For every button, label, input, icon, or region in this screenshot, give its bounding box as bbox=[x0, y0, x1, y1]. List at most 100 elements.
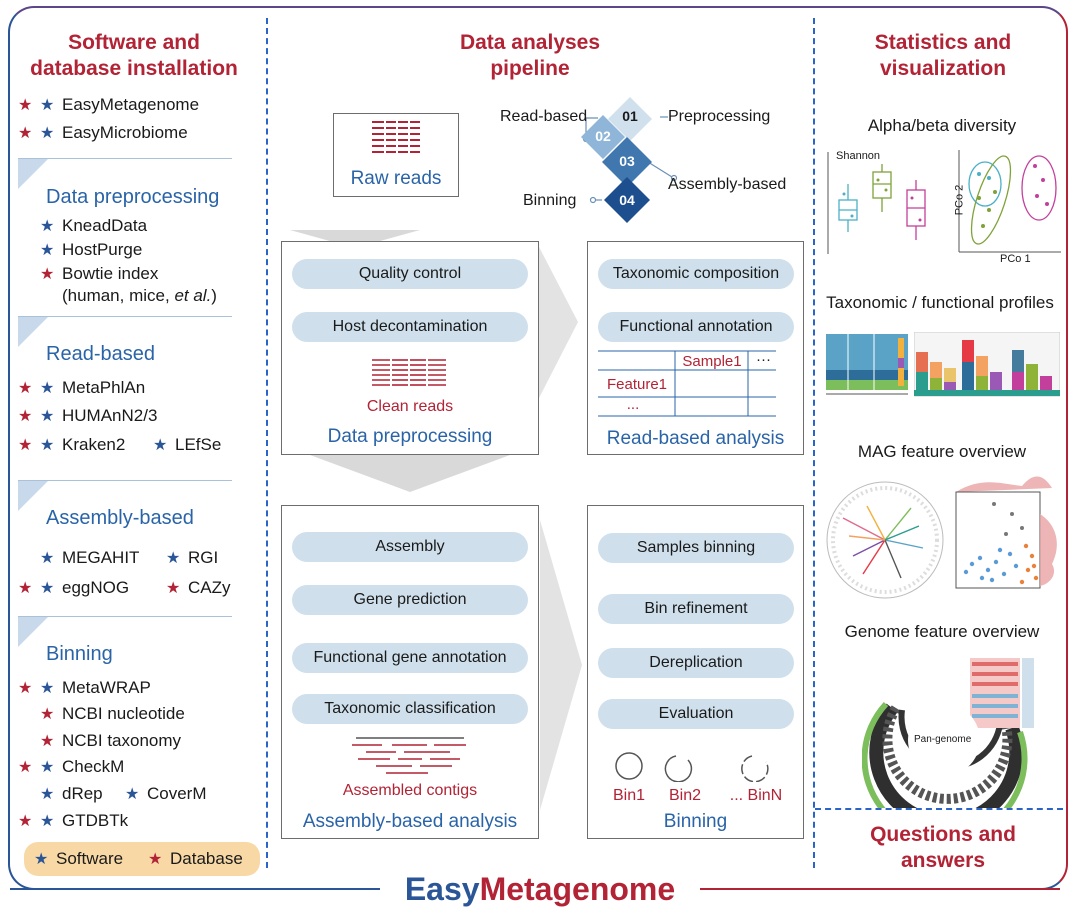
step-preprocessing-label: Preprocessing bbox=[668, 108, 771, 125]
item-metawrap: ★★MetaWRAP bbox=[18, 678, 151, 697]
clean-reads-label: Clean reads bbox=[366, 398, 454, 415]
step-02-num: 02 bbox=[595, 128, 611, 144]
pill-taxonomic-classification: Taxonomic classification bbox=[292, 694, 528, 724]
main-title-metagenome: Metagenome bbox=[479, 871, 676, 907]
functional-barplot bbox=[914, 332, 1060, 397]
sw-star-icon: ★ bbox=[40, 242, 55, 259]
diamond-01 bbox=[608, 97, 652, 141]
pill-samples-binning: Samples binning bbox=[598, 533, 794, 563]
legend-software: ★Software bbox=[34, 849, 124, 868]
sw-star-icon: ★ bbox=[40, 550, 55, 567]
right-title-line2: visualization bbox=[879, 57, 1007, 80]
middle-title-line1: Data analyses bbox=[459, 31, 601, 54]
read-based-box: Taxonomic composition Functional annotat… bbox=[587, 241, 804, 455]
separator bbox=[18, 316, 232, 317]
assembly-box-label: Assembly-based analysis bbox=[302, 811, 518, 832]
pill-functional-gene-annotation: Functional gene annotation bbox=[292, 643, 528, 673]
pan-genome-plot bbox=[862, 658, 1034, 808]
genome-title: Genome feature overview bbox=[844, 622, 1040, 641]
middle-title-line2: pipeline bbox=[490, 57, 570, 80]
db-star-icon: ★ bbox=[18, 813, 33, 830]
subtitle-preprocessing: Data preprocessing bbox=[46, 186, 220, 208]
wedge-decoration bbox=[18, 317, 48, 347]
sw-star-icon: ★ bbox=[40, 580, 55, 597]
feature-table bbox=[598, 350, 776, 417]
contigs-icon bbox=[352, 737, 466, 774]
item-kneaddata: ★KneadData bbox=[40, 216, 148, 235]
step-04-num: 04 bbox=[619, 192, 635, 208]
clean-reads-icon bbox=[372, 359, 446, 386]
pill-functional-annotation: Functional annotation bbox=[598, 312, 794, 342]
db-star-icon: ★ bbox=[18, 408, 33, 425]
left-title: Software and database installation bbox=[14, 30, 254, 82]
left-title-line2: database installation bbox=[30, 57, 238, 80]
pill-assembly: Assembly bbox=[292, 532, 528, 562]
pco2-label: PCo 2 bbox=[953, 184, 966, 216]
binning-box-label: Binning bbox=[663, 811, 728, 832]
db-star-icon: ★ bbox=[40, 733, 55, 750]
pill-evaluation: Evaluation bbox=[598, 699, 794, 729]
step-read-based-label: Read-based bbox=[500, 108, 588, 125]
table-feature1: Feature1 bbox=[606, 376, 668, 393]
preprocessing-box-label: Data preprocessing bbox=[327, 426, 493, 447]
raw-reads-box: Raw reads bbox=[333, 113, 459, 197]
subtitle-read-based: Read-based bbox=[46, 343, 155, 365]
item-gtdbtk: ★★GTDBTk bbox=[18, 811, 129, 830]
item-easymetagenome: ★★EasyMetagenome bbox=[18, 95, 200, 114]
item-bowtie-note: (human, mice, et al.) bbox=[62, 286, 217, 305]
wedge-decoration bbox=[18, 481, 48, 511]
diamond-02 bbox=[581, 115, 625, 159]
sw-star-icon: ★ bbox=[40, 786, 55, 803]
pill-gene-prediction: Gene prediction bbox=[292, 585, 528, 615]
db-star-icon: ★ bbox=[148, 851, 163, 868]
diamond-03 bbox=[602, 137, 652, 187]
db-star-icon: ★ bbox=[18, 125, 33, 142]
legend: ★Software ★Database bbox=[24, 842, 260, 876]
taxonomic-barplot bbox=[826, 334, 908, 395]
step-binning-label: Binning bbox=[523, 192, 577, 209]
sw-star-icon: ★ bbox=[40, 218, 55, 235]
assembly-box: Assembly Gene prediction Functional gene… bbox=[281, 505, 539, 839]
pill-quality-control: Quality control bbox=[292, 259, 528, 289]
item-bowtie: ★Bowtie index bbox=[40, 264, 159, 283]
divider-qa bbox=[815, 808, 1063, 810]
flow-arrow-bin bbox=[540, 520, 582, 810]
step-01-num: 01 bbox=[622, 108, 638, 124]
main-title: EasyMetagenome bbox=[380, 869, 700, 909]
sw-star-icon: ★ bbox=[40, 125, 55, 142]
wedge-decoration bbox=[18, 159, 48, 189]
item-coverm: ★CoverM bbox=[125, 784, 207, 803]
db-star-icon: ★ bbox=[18, 759, 33, 776]
separator bbox=[18, 616, 232, 617]
divider-left bbox=[266, 18, 268, 868]
sw-star-icon: ★ bbox=[153, 437, 168, 454]
alpha-diversity-boxplot bbox=[827, 152, 926, 254]
db-star-icon: ★ bbox=[18, 680, 33, 697]
sw-star-icon: ★ bbox=[40, 813, 55, 830]
read-based-box-label: Read-based analysis bbox=[606, 428, 785, 449]
separator bbox=[18, 480, 232, 481]
pcoa-plot bbox=[958, 150, 1061, 253]
raw-reads-label: Raw reads bbox=[350, 168, 442, 189]
db-star-icon: ★ bbox=[166, 580, 181, 597]
db-star-icon: ★ bbox=[18, 580, 33, 597]
db-star-icon: ★ bbox=[40, 706, 55, 723]
step-03-num: 03 bbox=[619, 153, 635, 169]
diamond-04 bbox=[604, 177, 650, 223]
db-star-icon: ★ bbox=[18, 97, 33, 114]
divider-right bbox=[813, 18, 815, 868]
mag-phylo-tree bbox=[826, 481, 944, 599]
pill-taxonomic-composition: Taxonomic composition bbox=[598, 259, 794, 289]
pan-genome-label: Pan-genome bbox=[914, 734, 972, 745]
main-title-easy: Easy bbox=[404, 871, 480, 907]
alpha-beta-title: Alpha/beta diversity bbox=[867, 116, 1017, 135]
sw-star-icon: ★ bbox=[40, 380, 55, 397]
qa-title[interactable]: Questions and answers bbox=[828, 822, 1058, 874]
table-sample1: Sample1 bbox=[682, 353, 742, 370]
bottom-line-right bbox=[700, 888, 1060, 890]
bin2-label: Bin2 bbox=[668, 787, 702, 804]
contigs-label: Assembled contigs bbox=[342, 782, 478, 799]
item-humann: ★★HUMAnN2/3 bbox=[18, 406, 158, 425]
sw-star-icon: ★ bbox=[40, 437, 55, 454]
db-star-icon: ★ bbox=[18, 380, 33, 397]
